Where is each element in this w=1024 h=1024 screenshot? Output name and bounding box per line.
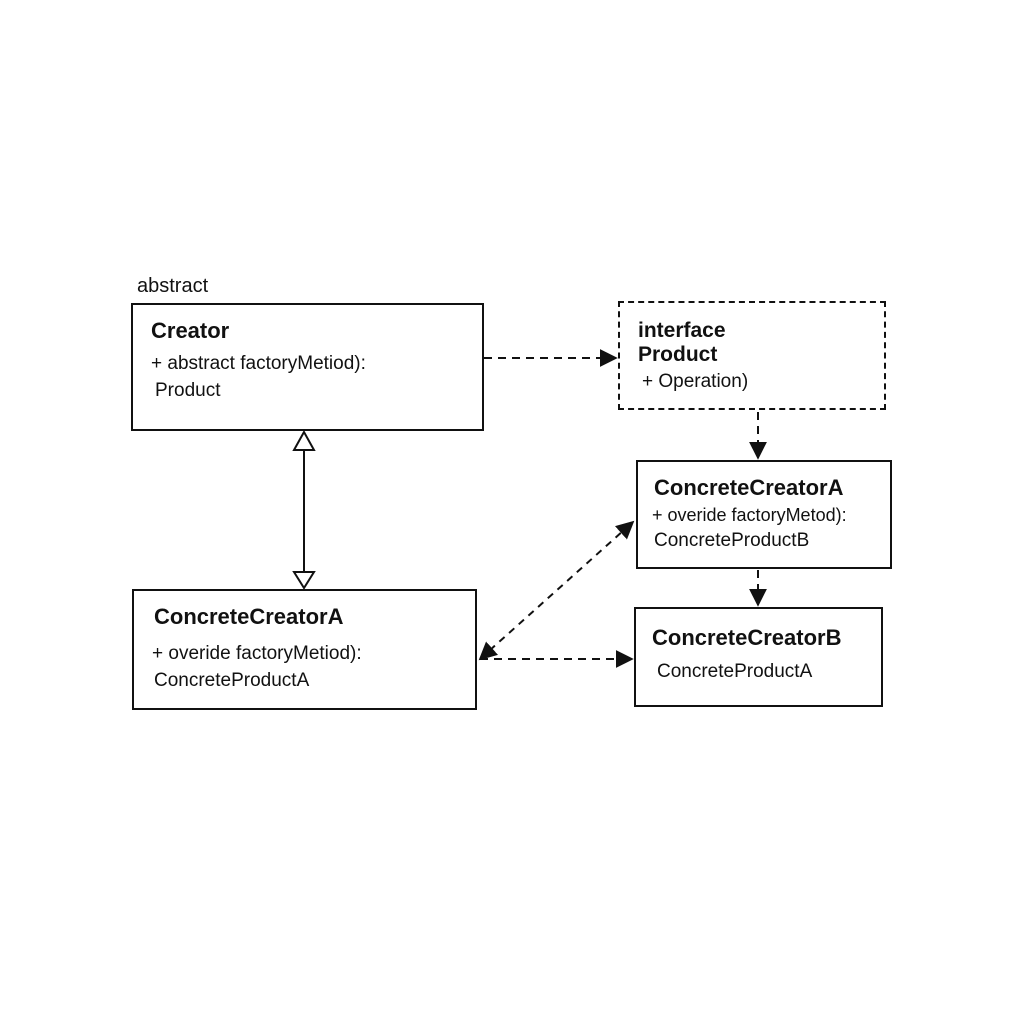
product-operation: + Operation) (642, 371, 749, 392)
concrete-creator-a-left-name: ConcreteCreatorA (154, 604, 344, 629)
diagonal-association-arrow (478, 520, 635, 661)
creator-class-box[interactable]: Creator + abstract factoryMetiod): Produ… (131, 303, 484, 431)
concrete-creator-b-box[interactable]: ConcreteCreatorB ConcreteProductA (634, 607, 883, 707)
concrete-creator-b-name: ConcreteCreatorB (652, 625, 842, 650)
concrete-creator-a-right-return-type: ConcreteProductB (654, 530, 810, 551)
product-stereotype: interface (638, 319, 726, 342)
inheritance-triangle-top (292, 429, 316, 451)
concrete-creator-a-left-method: + overide factoryMetiod): (152, 643, 362, 664)
product-interface-box[interactable]: interface Product + Operation) (618, 301, 886, 410)
inheritance-triangle-bottom (292, 571, 316, 590)
concrete-creator-a-right-box[interactable]: ConcreteCreatorA + overide factoryMetod)… (636, 460, 892, 569)
creator-class-name: Creator (151, 318, 230, 343)
concrete-creator-a-left-box[interactable]: ConcreteCreatorA + overide factoryMetiod… (132, 589, 477, 710)
creator-method: + abstract factoryMetiod): (151, 353, 366, 374)
concrete-creator-b-return-type: ConcreteProductA (657, 661, 813, 682)
product-interface-name: Product (638, 343, 718, 366)
creator-return-type: Product (155, 380, 221, 401)
concrete-creator-a-left-return-type: ConcreteProductA (154, 670, 310, 691)
concrete-creator-a-right-method: + overide factoryMetod): (652, 505, 847, 525)
creator-stereotype: abstract (137, 275, 209, 297)
concrete-creator-a-right-name: ConcreteCreatorA (654, 475, 844, 500)
